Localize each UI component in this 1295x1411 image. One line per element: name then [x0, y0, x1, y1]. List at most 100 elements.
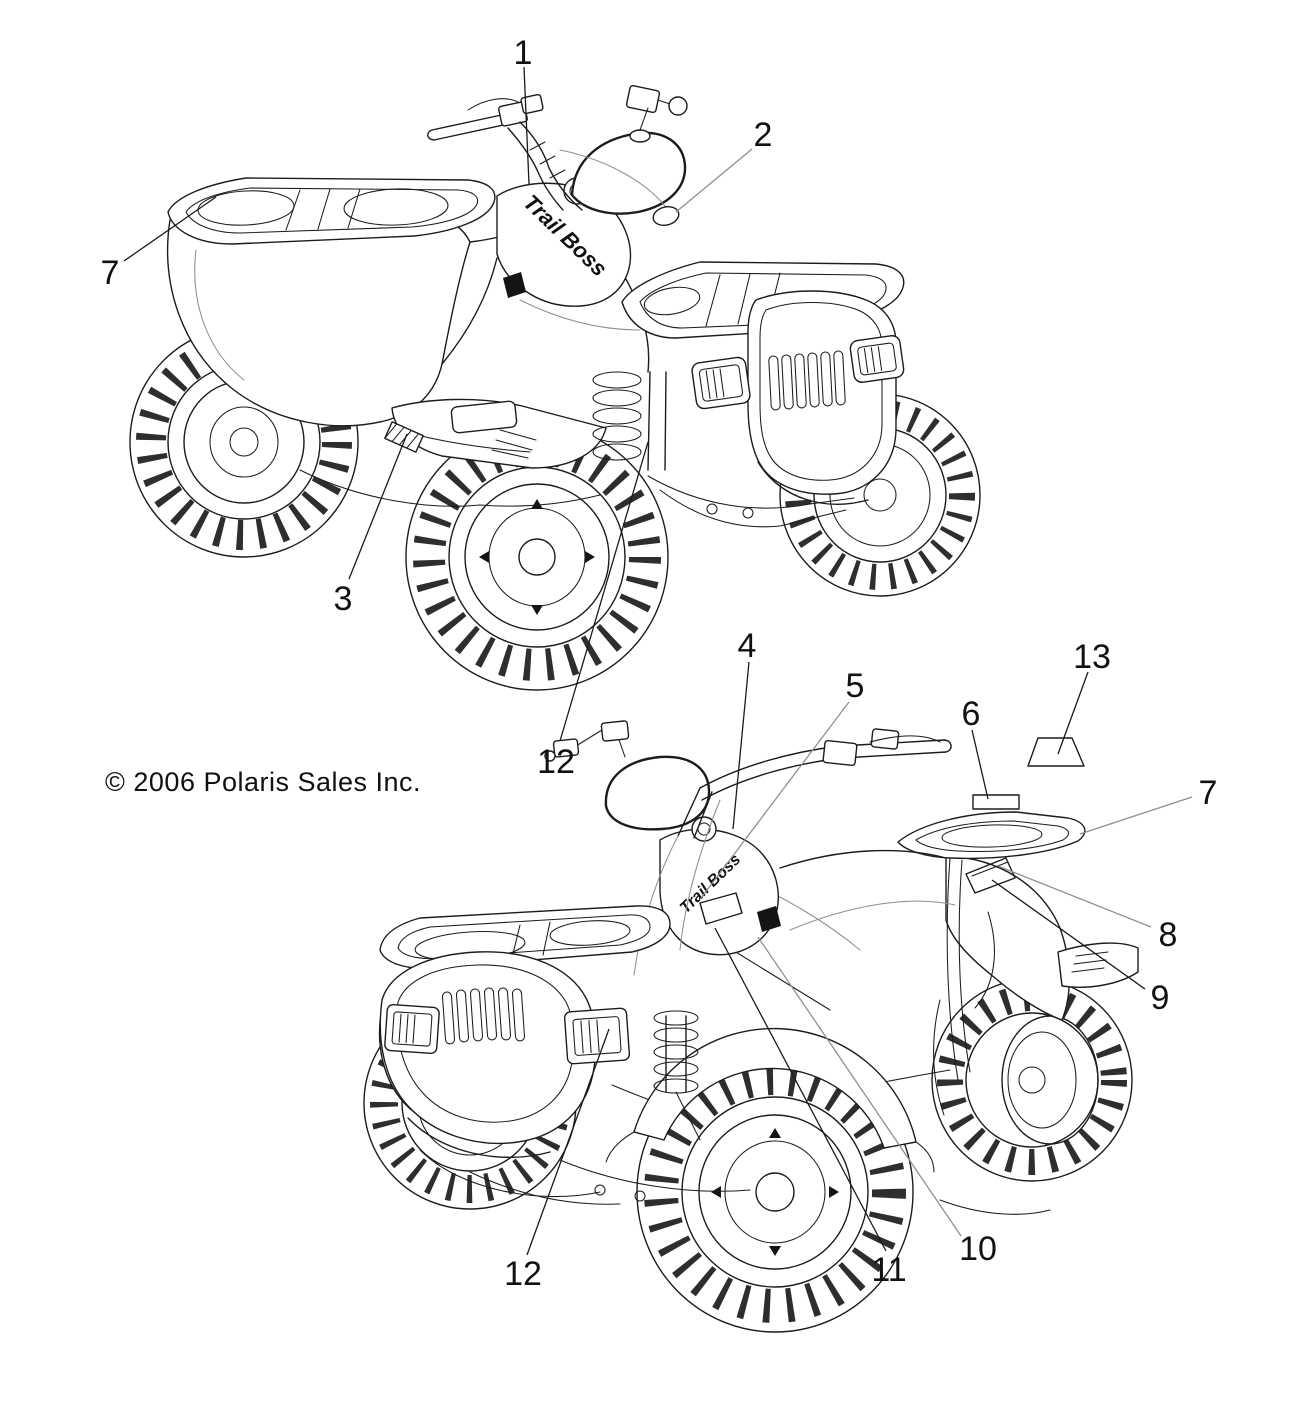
- mirror-head: [600, 720, 630, 742]
- decal-outline: [384, 421, 424, 453]
- bumper-skid: [407, 1117, 551, 1159]
- front-wheel-arch: [633, 1027, 917, 1149]
- hub: [863, 478, 897, 512]
- callout-4: 4: [738, 627, 757, 665]
- copyright-text: © 2006 Polaris Sales Inc.: [105, 767, 421, 797]
- shock-link: [675, 1091, 701, 1141]
- leader-line-7-bottom: [1079, 796, 1193, 835]
- fork-tube: [647, 371, 667, 471]
- hub: [229, 427, 259, 457]
- rim: [1001, 1015, 1099, 1145]
- mirror: [625, 84, 688, 143]
- tank-warning-decal: [757, 906, 781, 932]
- seat: [604, 755, 711, 831]
- rack-frame: [167, 177, 496, 245]
- leader-line-1: [523, 66, 530, 185]
- callout-3: 3: [334, 580, 353, 618]
- atv-top: Trail Boss: [129, 84, 981, 691]
- leader-lines: [123, 66, 1193, 1256]
- rack-frame-inner: [915, 820, 1070, 853]
- step-panel: [1057, 942, 1139, 988]
- front-suspension: [469, 1010, 751, 1205]
- lens-hatch: [863, 346, 883, 373]
- callout-7-top: 7: [101, 254, 120, 292]
- a-arm-bolt: [634, 1190, 646, 1202]
- handlebar: [633, 728, 952, 976]
- seat: [570, 131, 687, 215]
- body-line: [779, 849, 947, 869]
- callout-11: 11: [871, 1251, 906, 1289]
- hub-arrow: [585, 551, 595, 563]
- headlight-lens: [857, 342, 897, 376]
- headlight-right: [849, 335, 905, 383]
- rack-cutout: [941, 824, 1043, 848]
- rear-fender-decal: [965, 857, 1016, 894]
- tread-lugs: [644, 1061, 906, 1323]
- grip-end: [427, 129, 435, 141]
- callout-numbers: 1 2 7 3 12 4 5 6 13 7 8 9 10 11 12: [101, 34, 1218, 1293]
- a-arm: [469, 1171, 621, 1205]
- steering-column: [677, 787, 713, 839]
- headlight-left: [384, 1003, 440, 1055]
- hub-arrow: [769, 1246, 781, 1256]
- callout-1: 1: [514, 34, 533, 72]
- sidewall: [448, 466, 626, 648]
- headlight-pod: [849, 335, 905, 383]
- callout-7-bottom: 7: [1199, 774, 1218, 812]
- leader-line-7-top: [123, 196, 217, 262]
- fender-crease: [194, 249, 245, 381]
- callout-10: 10: [959, 1230, 997, 1268]
- hub-arrow: [531, 605, 543, 615]
- rack-slat: [285, 189, 301, 231]
- rim-inner: [1007, 1031, 1077, 1129]
- callout-13: 13: [1073, 638, 1111, 676]
- hub-arrow: [479, 551, 489, 563]
- headlight-lens: [572, 1016, 622, 1056]
- body-crease: [789, 900, 956, 931]
- hub: [1018, 1066, 1046, 1094]
- headlight-lens: [698, 364, 744, 402]
- grille-slot: [483, 987, 498, 1041]
- spring-coil: [653, 1044, 699, 1060]
- hub-arrow: [769, 1128, 781, 1138]
- headlight-right: [563, 1007, 631, 1065]
- spring-coil: [592, 407, 642, 425]
- steering-shaft: [633, 835, 679, 976]
- a-arm: [647, 475, 855, 509]
- hub-arrow: [711, 1186, 721, 1198]
- leader-line-5: [700, 701, 850, 899]
- rear-rack: [897, 811, 1086, 860]
- grille-slot: [455, 989, 470, 1043]
- atv-bottom: Trail Boss: [363, 720, 1139, 1333]
- headlight-pod: [384, 1003, 440, 1055]
- callout-12-top: 12: [537, 743, 575, 781]
- footwell-step: [939, 942, 1139, 1215]
- rack-cutout: [549, 920, 631, 946]
- rack-cutout: [343, 188, 449, 226]
- bumper-frame: [379, 951, 597, 1145]
- a-arm: [659, 489, 847, 528]
- grille-slot: [833, 350, 846, 406]
- hub-arrow: [531, 499, 543, 509]
- decal-line: [971, 861, 1009, 877]
- fuel-cap: [691, 816, 717, 842]
- sidewall: [681, 1096, 869, 1288]
- tread-lugs: [136, 334, 352, 550]
- spring-coil: [592, 425, 642, 443]
- frame-rail: [939, 1199, 1051, 1215]
- decal-outline: [965, 857, 1016, 894]
- rim-inner: [724, 1140, 826, 1244]
- rim-inner: [209, 406, 279, 478]
- side-panel-decal: [699, 892, 743, 925]
- rack-slat: [511, 921, 551, 959]
- leader-line-13: [1057, 671, 1089, 755]
- front-bumper: [691, 290, 905, 505]
- throttle-cable: [679, 799, 721, 951]
- fuel-tank: Trail Boss: [659, 816, 781, 956]
- callout-2: 2: [754, 116, 773, 154]
- a-arm-bolt: [706, 503, 718, 515]
- hub: [755, 1172, 795, 1212]
- spring-coil: [592, 443, 642, 461]
- front-bumper: [379, 951, 631, 1198]
